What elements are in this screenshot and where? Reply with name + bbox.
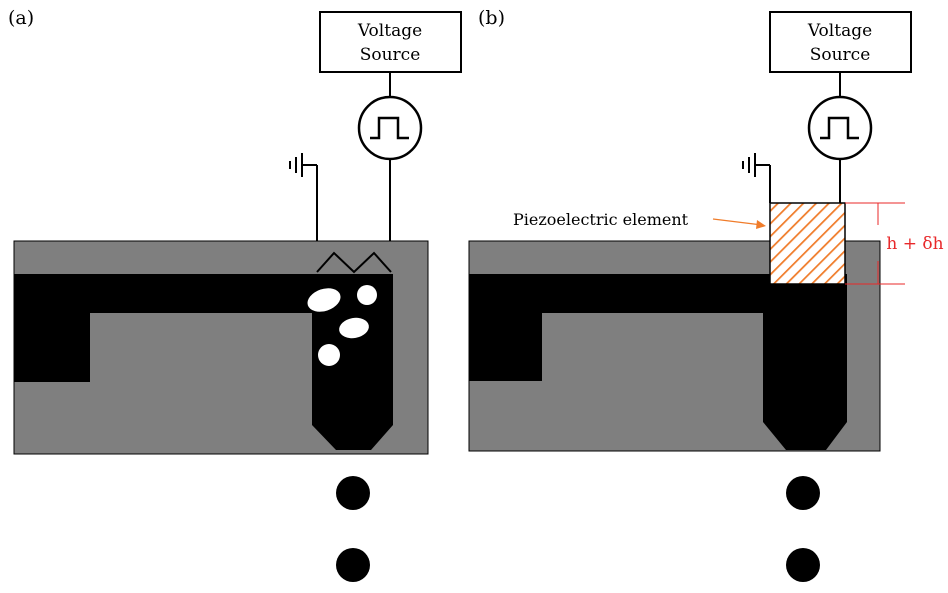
ground-icon-b <box>742 153 771 203</box>
voltage-source-label-line2-b: Source <box>810 45 871 65</box>
piezo-pointer-arrowhead <box>756 220 766 229</box>
vapor-bubble <box>339 317 369 339</box>
heater-element-a <box>316 251 392 274</box>
vapor-bubble <box>357 285 377 305</box>
ink-droplet <box>336 476 370 510</box>
ink-droplet <box>786 548 820 582</box>
height-label: h + δh <box>886 234 943 254</box>
panel-a: (a) Voltage Source <box>8 7 462 582</box>
piezo-pointer-arrow <box>712 218 763 226</box>
voltage-source-label-line2-a: Source <box>360 45 421 65</box>
piezo-label: Piezoelectric element <box>513 210 689 229</box>
height-dimension <box>845 202 905 285</box>
square-pulse-icon-a <box>370 116 409 140</box>
voltage-source-label-line1-a: Voltage <box>357 21 422 41</box>
voltage-source-box-b <box>769 11 912 73</box>
vapor-bubble <box>318 344 340 366</box>
panel-a-label: (a) <box>8 7 34 29</box>
ink-channel-a <box>14 274 393 450</box>
panel-b-label: (b) <box>478 7 505 29</box>
ink-channel-b <box>469 274 847 450</box>
ink-droplet <box>786 476 820 510</box>
panel-b: (b) Voltage Source Piezoelectric element <box>468 7 944 582</box>
pulse-generator-icon-b <box>807 95 873 161</box>
pulse-generator-icon-a <box>357 95 423 161</box>
voltage-source-box-a <box>319 11 462 73</box>
voltage-source-label-line1-b: Voltage <box>807 21 872 41</box>
vapor-bubble <box>307 288 341 312</box>
piezoelectric-element <box>769 202 846 285</box>
ink-droplet <box>336 548 370 582</box>
square-pulse-icon-b <box>820 116 859 140</box>
